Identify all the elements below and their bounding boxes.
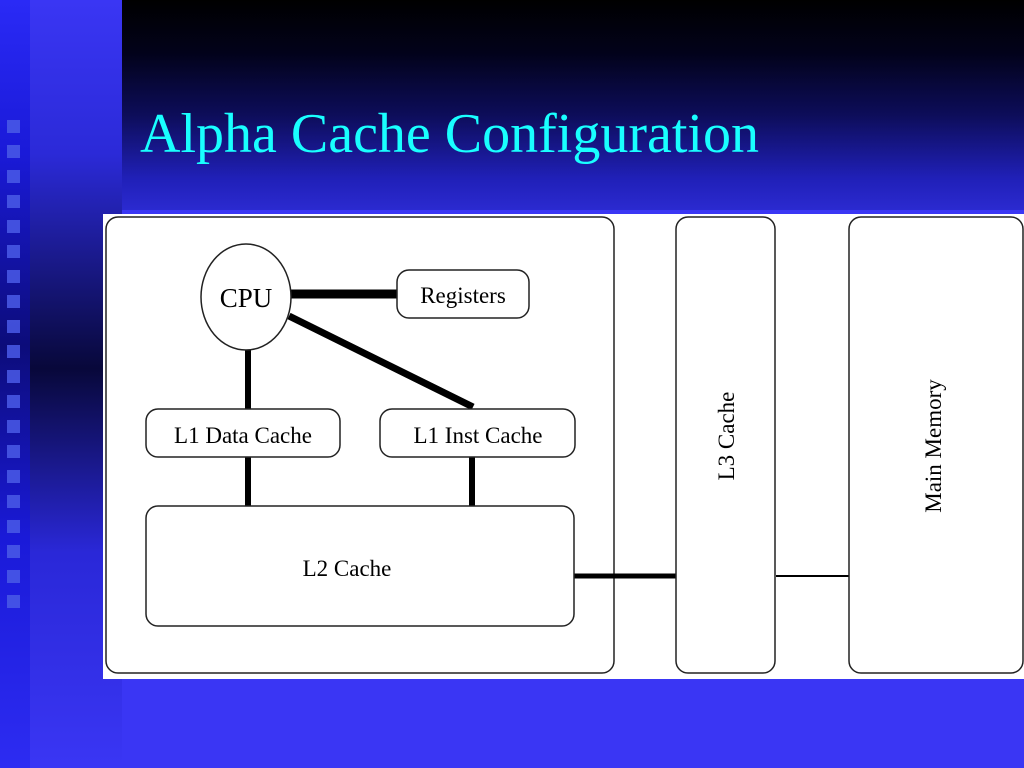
registers-label: Registers bbox=[420, 283, 506, 308]
l1-data-cache-node bbox=[145, 408, 341, 458]
l2-cache-label: L2 Cache bbox=[303, 556, 392, 581]
registers-node bbox=[396, 269, 530, 319]
cpu-label: CPU bbox=[220, 283, 273, 313]
left-decor-strip bbox=[0, 0, 30, 768]
l3-cache-label: L3 Cache bbox=[714, 392, 739, 481]
cpu-node bbox=[200, 243, 292, 351]
l1-inst-cache-node bbox=[379, 408, 576, 458]
l1-data-cache-label: L1 Data Cache bbox=[174, 423, 312, 448]
l3-cache-node bbox=[675, 216, 776, 674]
decor-squares bbox=[7, 120, 27, 620]
l2-cache-node bbox=[145, 505, 575, 627]
header-band bbox=[122, 0, 1024, 210]
main-memory-node bbox=[848, 216, 1024, 674]
main-memory-label: Main Memory bbox=[921, 379, 946, 513]
slide-title: Alpha Cache Configuration bbox=[140, 103, 759, 165]
l1-inst-cache-label: L1 Inst Cache bbox=[413, 423, 542, 448]
edge-cpu-l1-inst bbox=[287, 312, 475, 411]
cache-diagram: CPU Registers L1 Data Cache L1 Inst Cach… bbox=[103, 214, 1024, 679]
